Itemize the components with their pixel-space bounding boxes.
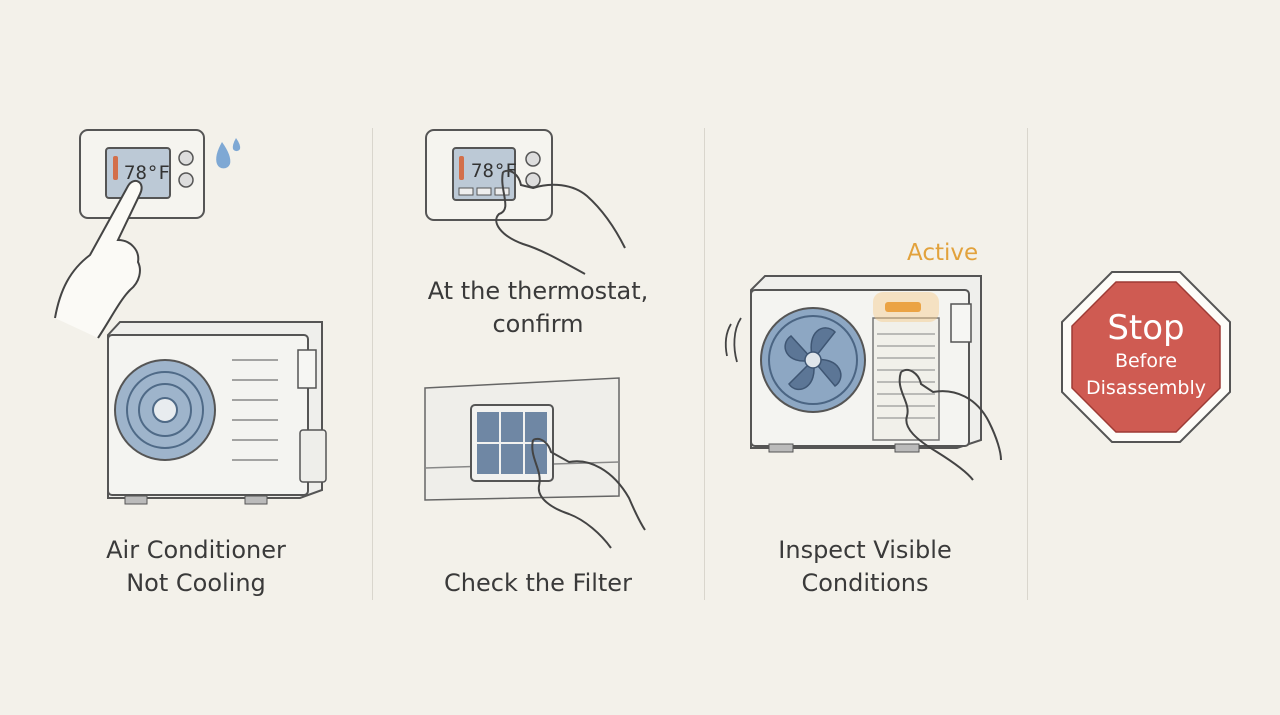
pressing-hand-icon xyxy=(495,169,626,275)
filter-panel-icon xyxy=(424,377,620,501)
active-indicator-light xyxy=(873,292,939,322)
stop-sign-text: Stop Before Disassembly xyxy=(1072,308,1220,402)
divider-3 xyxy=(1027,128,1028,600)
stop-sign-icon xyxy=(1061,271,1231,443)
caption-check-filter: Check the Filter xyxy=(444,569,632,597)
caption-not-cooling: Air Conditioner Not Cooling xyxy=(106,536,286,597)
step-panel-thermostat-filter: 78°F At the thermostat, confirm Check th… xyxy=(373,0,704,715)
caption-thermostat-confirm: At the thermostat, confirm xyxy=(427,277,649,338)
thermostat-icon xyxy=(425,129,553,221)
touching-hand-icon xyxy=(531,438,646,549)
ac-not-cooling-illustration: 78°F xyxy=(54,129,327,505)
stop-panel: Stop Before Disassembly xyxy=(1028,0,1280,715)
water-drop-icon xyxy=(216,138,241,169)
active-badge: Active xyxy=(907,240,979,266)
thermostat-display-2: 78°F xyxy=(471,160,517,182)
step-panel-inspect: Active Inspect Visible Conditions xyxy=(705,0,1027,715)
step-panel-not-cooling: 78°F Air Conditioner Not Cool xyxy=(0,0,372,715)
divider-1 xyxy=(372,128,373,600)
inspect-unit-illustration xyxy=(724,275,1002,481)
thermostat-icon xyxy=(79,129,205,219)
thermostat-display-1: 78°F xyxy=(124,162,170,184)
divider-2 xyxy=(704,128,705,600)
vibration-lines-icon xyxy=(724,317,742,363)
thermostat-and-filter-illustration: 78°F xyxy=(424,129,646,549)
outdoor-ac-unit-icon xyxy=(750,275,982,453)
stop-line-disassembly: Disassembly xyxy=(1085,377,1207,399)
outdoor-ac-unit-icon xyxy=(107,321,327,505)
caption-inspect-visible: Inspect Visible Conditions xyxy=(778,536,952,597)
stop-line-before: Before xyxy=(1114,350,1178,372)
touching-hand-icon xyxy=(898,368,1002,481)
stop-title: Stop xyxy=(1107,308,1185,348)
pointing-hand-icon xyxy=(54,179,143,339)
